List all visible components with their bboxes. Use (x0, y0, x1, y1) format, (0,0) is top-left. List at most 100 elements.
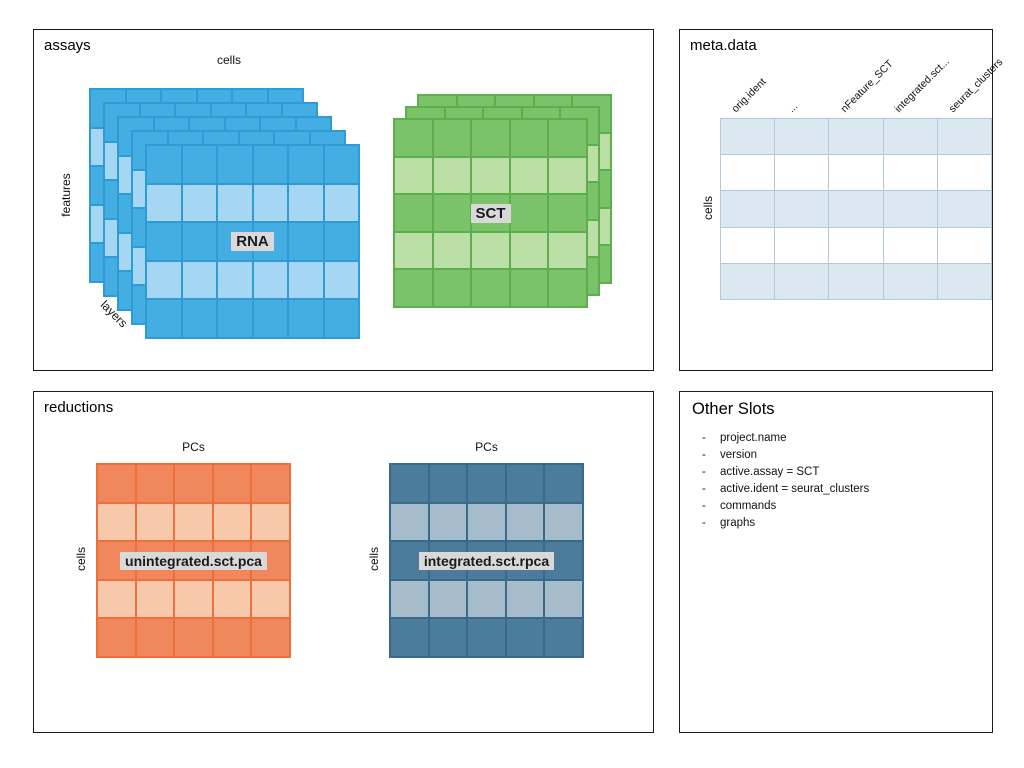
matrix-cell (883, 191, 937, 227)
matrix-cell (937, 191, 991, 227)
matrix-cell (510, 120, 548, 156)
matrix-cell (253, 300, 287, 337)
matrix-cell (136, 542, 174, 579)
matrix-cell (549, 232, 586, 269)
matrix-cell (182, 146, 216, 183)
matrix-cell (468, 542, 505, 579)
matrix-cell (549, 270, 586, 306)
other-slots-list: project.nameversionactive.assay = SCTact… (702, 432, 982, 534)
matrix-cell (468, 619, 505, 656)
metadata-column-header: nFeature_SCT (838, 57, 896, 115)
matrix-cell (147, 184, 181, 222)
unintegrated-pca-matrix (96, 463, 291, 658)
matrix-cell (289, 184, 323, 222)
matrix-cell (213, 503, 251, 541)
matrix-cell (136, 503, 174, 541)
matrix-cell (213, 580, 251, 618)
matrix-cell (218, 223, 252, 260)
matrix-cell (510, 157, 548, 194)
matrix-cell (182, 223, 216, 260)
matrix-cell (829, 191, 883, 227)
matrix-cell (136, 465, 174, 502)
matrix-cell (545, 619, 582, 656)
matrix-cell (289, 223, 323, 260)
matrix-cell (391, 465, 428, 502)
cells-axis-label: cells (216, 53, 241, 67)
matrix-cell (721, 263, 775, 299)
matrix-cell (433, 157, 471, 194)
other-slot-item: graphs (702, 517, 982, 529)
matrix-cell (324, 146, 358, 183)
matrix-cell (506, 580, 544, 618)
other-slot-item: commands (702, 500, 982, 512)
matrix-cell (829, 155, 883, 191)
matrix-cell (775, 227, 829, 263)
matrix-cell (775, 263, 829, 299)
matrix-cell (721, 155, 775, 191)
matrix-cell (324, 184, 358, 222)
matrix-cell (472, 232, 509, 269)
matrix-cell (213, 465, 251, 502)
matrix-cell (468, 465, 505, 502)
metadata-column-header: ... (785, 100, 801, 115)
metadata-column-header: integrated.sct... (892, 55, 952, 115)
matrix-cell (98, 503, 135, 541)
matrix-cell (252, 580, 289, 618)
matrix-cell (549, 195, 586, 231)
matrix-cell (883, 227, 937, 263)
other-slots-panel: Other Slots project.nameversionactive.as… (679, 391, 993, 733)
other-slot-item: active.ident = seurat_clusters (702, 483, 982, 495)
matrix-cell (136, 580, 174, 618)
matrix-cell (429, 503, 467, 541)
matrix-cell (433, 232, 471, 269)
matrix-cell (182, 300, 216, 337)
matrix-cell (182, 261, 216, 299)
other-slot-item: active.assay = SCT (702, 466, 982, 478)
matrix-cell (253, 146, 287, 183)
matrix-cell (289, 146, 323, 183)
matrix-cell (289, 261, 323, 299)
matrix-cell (395, 270, 432, 306)
matrix-cell (175, 580, 212, 618)
matrix-cell (324, 300, 358, 337)
matrix-cell (147, 223, 181, 260)
matrix-cell (510, 232, 548, 269)
matrix-cell (395, 157, 432, 194)
metadata-cells-axis-label: cells (701, 196, 715, 221)
matrix-cell (147, 300, 181, 337)
other-slot-item: version (702, 449, 982, 461)
reductions-panel-title: reductions (44, 399, 114, 416)
matrix-cell (433, 270, 471, 306)
matrix-cell (98, 542, 135, 579)
sct-assay-stack: SCT (393, 94, 612, 308)
matrix-cell (391, 619, 428, 656)
matrix-cell (253, 223, 287, 260)
matrix-cell (775, 119, 829, 155)
matrix-cell (506, 503, 544, 541)
metadata-column-header: seurat_clusters (946, 56, 1006, 115)
matrix-cell (175, 619, 212, 656)
reductions-panel: reductions PCs cells unintegrated.sct.pc… (33, 391, 654, 733)
matrix-cell (252, 465, 289, 502)
reduction-cells-axis-label: cells (74, 547, 88, 572)
matrix-cell (468, 503, 505, 541)
matrix-cell (175, 542, 212, 579)
matrix-cell (775, 155, 829, 191)
matrix-cell (252, 542, 289, 579)
matrix-cell (721, 191, 775, 227)
matrix-cell (510, 270, 548, 306)
matrix-cell (253, 184, 287, 222)
matrix-cell (510, 195, 548, 231)
matrix-cell (289, 300, 323, 337)
matrix-cell (937, 119, 991, 155)
matrix-cell (721, 119, 775, 155)
matrix-cell (429, 465, 467, 502)
matrix-cell (98, 465, 135, 502)
matrix-cell (147, 146, 181, 183)
matrix-cell (937, 155, 991, 191)
matrix-cell (182, 184, 216, 222)
metadata-column-header: orig.ident (729, 75, 769, 115)
matrix-cell (213, 619, 251, 656)
matrix-cell (549, 120, 586, 156)
